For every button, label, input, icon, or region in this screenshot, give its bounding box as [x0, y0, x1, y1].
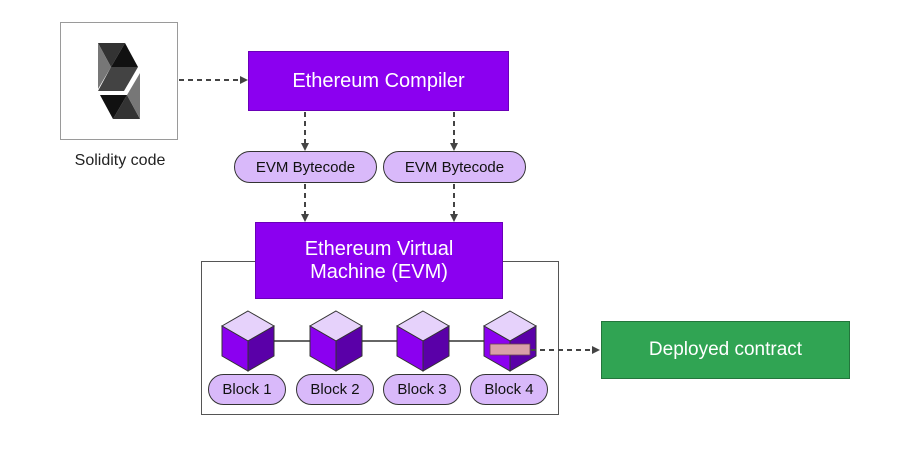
solidity-logo-icon: [98, 43, 140, 119]
solidity-logo-box: [60, 22, 178, 140]
bytecode-label: EVM Bytecode: [255, 158, 356, 176]
block-label: Block 4: [484, 381, 534, 398]
block-label-3: Block 3: [383, 374, 461, 405]
block-label-2: Block 2: [296, 374, 374, 405]
ethereum-compiler-box: Ethereum Compiler: [248, 51, 509, 111]
bytecode-label: EVM Bytecode: [404, 158, 505, 176]
evm-bytecode-pill-2: EVM Bytecode: [383, 151, 526, 183]
evm-label: Ethereum Virtual Machine (EVM): [304, 237, 454, 283]
compiler-label: Ethereum Compiler: [292, 69, 465, 92]
block-label: Block 2: [310, 381, 360, 398]
evm-bytecode-pill-1: EVM Bytecode: [234, 151, 377, 183]
deployed-label: Deployed contract: [648, 339, 803, 360]
block-label: Block 3: [397, 381, 447, 398]
block-label-4: Block 4: [470, 374, 548, 405]
block-label-1: Block 1: [208, 374, 286, 405]
deployed-contract-box: Deployed contract: [601, 321, 850, 379]
block-label: Block 1: [222, 381, 272, 398]
solidity-caption: Solidity code: [74, 152, 166, 169]
evm-box: Ethereum Virtual Machine (EVM): [255, 222, 503, 299]
